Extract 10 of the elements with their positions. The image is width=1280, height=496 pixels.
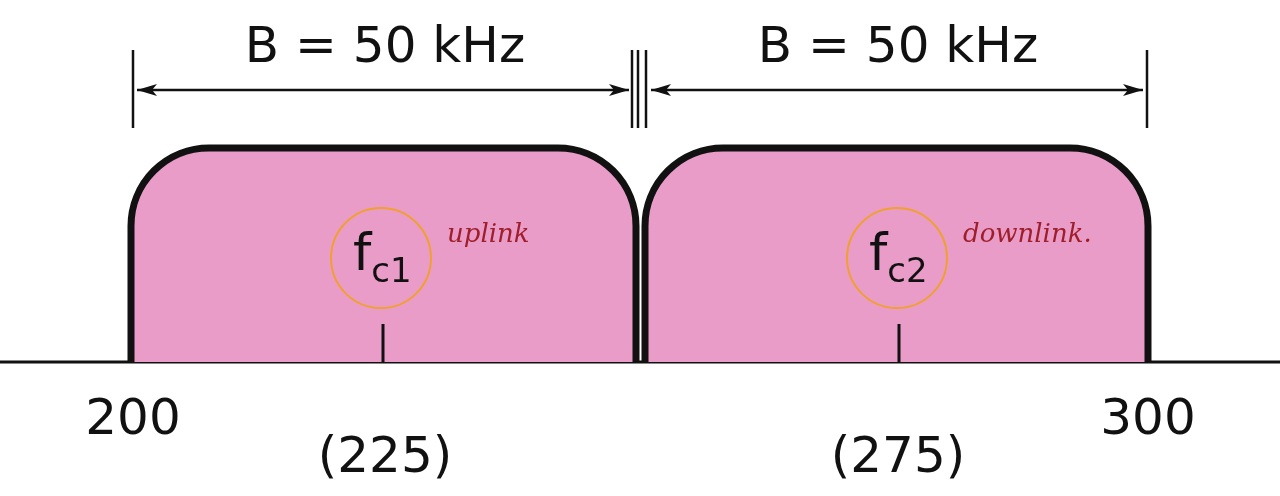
- frequency-label: 300: [1100, 392, 1196, 442]
- carrier-frequency-label: f$_{c1}$: [353, 226, 412, 287]
- frequency-label: 200: [85, 392, 181, 442]
- carrier-frequency-label: f$_{c2}$: [869, 226, 928, 287]
- bandwidth-label: B = 50 kHz: [244, 20, 526, 70]
- handwritten-note: downlink.: [963, 220, 1092, 246]
- frequency-label: (225): [317, 430, 453, 480]
- bandwidth-label: B = 50 kHz: [757, 20, 1039, 70]
- handwritten-note: uplink: [447, 220, 530, 246]
- frequency-label: (275): [830, 430, 966, 480]
